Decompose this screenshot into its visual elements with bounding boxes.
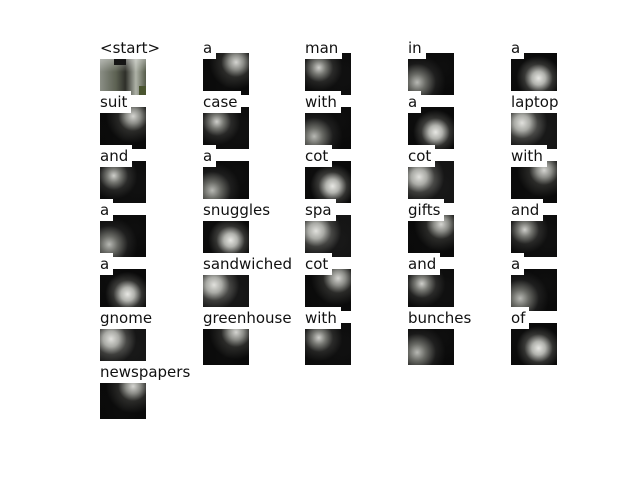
caption-token-label: in <box>408 37 426 59</box>
attention-map-thumbnail <box>511 107 557 149</box>
caption-token-cell: a <box>511 253 614 311</box>
caption-token-label: a <box>203 145 217 167</box>
caption-token-cell: cot <box>305 253 408 311</box>
caption-token-cell: in <box>408 37 511 95</box>
attention-map-thumbnail <box>408 323 454 365</box>
caption-token-cell: a <box>100 199 203 257</box>
caption-token-label: a <box>100 199 114 221</box>
attention-map-thumbnail <box>511 323 557 365</box>
caption-token-label: and <box>511 199 544 221</box>
caption-token-cell: cot <box>408 145 511 203</box>
caption-token-cell: a <box>203 145 306 203</box>
caption-token-label: newspapers <box>100 361 195 383</box>
caption-token-cell: and <box>408 253 511 311</box>
caption-token-cell: greenhouse <box>203 307 306 365</box>
attention-map-thumbnail <box>408 107 454 149</box>
attention-map-thumbnail <box>203 161 249 203</box>
attention-map-thumbnail <box>100 161 146 203</box>
caption-token-label: cot <box>305 145 333 167</box>
caption-token-cell: case <box>203 91 306 149</box>
caption-token-cell: suit <box>100 91 203 149</box>
caption-token-label: a <box>100 253 114 275</box>
caption-token-cell: of <box>511 307 614 365</box>
caption-token-label: snuggles <box>203 199 275 221</box>
attention-map-thumbnail <box>305 53 351 95</box>
caption-token-label: <start> <box>100 37 165 59</box>
attention-map-thumbnail <box>100 53 146 95</box>
attention-map-thumbnail <box>305 269 351 311</box>
attention-map-thumbnail <box>203 215 249 257</box>
attention-map-thumbnail <box>203 323 249 365</box>
caption-token-label: man <box>305 37 343 59</box>
caption-token-cell: a <box>408 91 511 149</box>
caption-token-cell: gifts <box>408 199 511 257</box>
attention-map-thumbnail <box>203 53 249 95</box>
caption-token-cell: snuggles <box>203 199 306 257</box>
caption-token-label: bunches <box>408 307 476 329</box>
caption-token-label: sandwiched <box>203 253 296 275</box>
attention-map-thumbnail <box>305 161 351 203</box>
attention-map-thumbnail <box>511 161 557 203</box>
caption-token-cell: sandwiched <box>203 253 306 311</box>
caption-token-label: suit <box>100 91 132 113</box>
caption-token-cell: with <box>305 307 408 365</box>
caption-token-cell: a <box>511 37 614 95</box>
caption-token-label: cot <box>305 253 333 275</box>
caption-token-label: and <box>408 253 441 275</box>
caption-token-cell: gnome <box>100 307 203 365</box>
attention-map-thumbnail <box>100 377 146 419</box>
attention-map-thumbnail <box>203 107 249 149</box>
caption-token-cell: a <box>203 37 306 95</box>
caption-token-cell: bunches <box>408 307 511 365</box>
caption-token-label: and <box>100 145 133 167</box>
attention-map-thumbnail <box>305 323 351 365</box>
caption-token-label: a <box>511 37 525 59</box>
caption-token-cell: and <box>511 199 614 257</box>
caption-token-label: laptop <box>511 91 563 113</box>
attention-map-thumbnail <box>511 215 557 257</box>
attention-map-thumbnail <box>408 161 454 203</box>
caption-token-label: gifts <box>408 199 445 221</box>
attention-map-thumbnail <box>100 215 146 257</box>
caption-token-cell: with <box>511 145 614 203</box>
caption-token-cell: <start> <box>100 37 203 95</box>
attention-map-thumbnail <box>100 107 146 149</box>
caption-token-cell: a <box>100 253 203 311</box>
attention-map-thumbnail <box>100 323 146 365</box>
attention-map-thumbnail <box>408 269 454 311</box>
caption-token-cell: cot <box>305 145 408 203</box>
attention-map-thumbnail <box>511 269 557 311</box>
caption-token-label: a <box>203 37 217 59</box>
caption-token-cell: spa <box>305 199 408 257</box>
attention-map-thumbnail <box>408 53 454 95</box>
caption-token-label: cot <box>408 145 436 167</box>
attention-map-thumbnail <box>305 215 351 257</box>
attention-map-thumbnail <box>203 269 249 311</box>
caption-token-label: gnome <box>100 307 157 329</box>
caption-token-label: a <box>511 253 525 275</box>
caption-token-cell: with <box>305 91 408 149</box>
caption-token-cell: laptop <box>511 91 614 149</box>
caption-token-label: greenhouse <box>203 307 296 329</box>
caption-token-label: spa <box>305 199 336 221</box>
caption-token-label: with <box>305 307 341 329</box>
caption-token-label: a <box>408 91 422 113</box>
attention-map-thumbnail <box>511 53 557 95</box>
caption-token-cell: newspapers <box>100 361 203 419</box>
caption-token-label: of <box>511 307 530 329</box>
caption-token-label: with <box>511 145 547 167</box>
caption-token-label: case <box>203 91 242 113</box>
caption-token-label: with <box>305 91 341 113</box>
attention-map-thumbnail <box>305 107 351 149</box>
caption-token-cell: and <box>100 145 203 203</box>
attention-map-thumbnail <box>408 215 454 257</box>
attention-map-thumbnail <box>100 269 146 311</box>
caption-token-cell: man <box>305 37 408 95</box>
